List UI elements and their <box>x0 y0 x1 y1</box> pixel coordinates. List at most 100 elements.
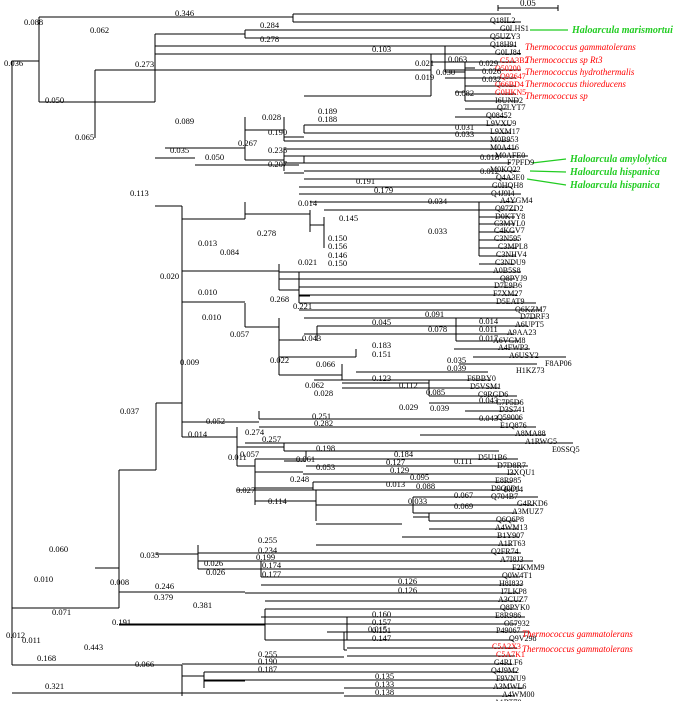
branch-length-label: 0.133 <box>375 679 394 689</box>
branch-length-label: 0.191 <box>356 176 375 186</box>
leaf-label: C4KGV7 <box>494 226 525 235</box>
species-annotation: Haloarcula hispanica <box>569 180 660 191</box>
annotation-arrows <box>526 29 568 186</box>
branch-length-label: 0.021 <box>298 257 317 267</box>
branch-length-label: 0.053 <box>316 462 335 472</box>
leaf-label: Q6KZM7 <box>515 305 547 314</box>
branch-length-label: 0.255 <box>258 649 277 659</box>
leaf-label: A6UPT5 <box>515 320 544 329</box>
branch-length-label: 0.127 <box>386 457 405 467</box>
branch-length-label: 0.190 <box>258 656 277 666</box>
branch-length-label: 0.346 <box>175 8 194 18</box>
branch-length-label: 0.057 <box>240 449 259 459</box>
branch-length-label: 0.033 <box>408 496 427 506</box>
branch-length-label: 0.061 <box>296 454 315 464</box>
branch-length-label: 0.035 <box>447 355 466 365</box>
leaf-label: Q7LYT7 <box>497 103 526 112</box>
branch-length-label: 0.248 <box>290 474 309 484</box>
leaf-label: Q18IL2 <box>490 16 515 25</box>
annotation-line <box>529 170 567 173</box>
species-annotation: Thermococcus hydrothermalis <box>525 67 635 77</box>
branch-length-label: 0.033 <box>428 226 447 236</box>
branch-length-label: 0.381 <box>193 600 212 610</box>
branch-length-label: 0.035 <box>140 550 159 560</box>
leaf-label: D7D8R7 <box>497 461 526 470</box>
leaf-label: Q2FR74 <box>491 547 519 556</box>
branch-length-label: 0.011 <box>228 452 247 462</box>
leaf-label: Q9V298 <box>509 634 537 643</box>
branch-length-label: 0.043 <box>479 395 498 405</box>
leaf-label: M0B953 <box>490 135 518 144</box>
branch-length-label: 0.179 <box>374 185 393 195</box>
branch-length-label: 0.029 <box>399 402 418 412</box>
branch-length-label: 0.246 <box>155 581 174 591</box>
branch-length-label: 0.050 <box>45 95 64 105</box>
leaf-label: P49067 <box>496 626 520 635</box>
branch-length-label: 0.174 <box>262 560 282 570</box>
leaf-label: M0AFE0 <box>495 151 525 160</box>
branch-length-label: 0.284 <box>260 20 280 30</box>
leaf-label: A0B5S8 <box>493 266 521 275</box>
leaf-label: A6USY2 <box>509 351 539 360</box>
leaf-label: A4YGM4 <box>500 196 532 205</box>
leaf-label: A1RWG5 <box>525 437 557 446</box>
leaf-label: E8R985 <box>495 476 521 485</box>
leaf-label: C7P5D6 <box>496 398 524 407</box>
leaf-label: H8I833 <box>499 579 523 588</box>
branch-length-label: 0.191 <box>112 617 131 627</box>
leaf-label: L9XM17 <box>490 127 520 136</box>
branch-length-label: 0.103 <box>372 44 391 54</box>
branch-length-label: 0.257 <box>262 434 281 444</box>
branch-length-label: 0.190 <box>268 127 287 137</box>
leaf-label: F9VNU9 <box>496 674 526 683</box>
branch-length-label: 0.188 <box>318 114 337 124</box>
branch-length-label: 0.057 <box>230 329 249 339</box>
leaf-label: I7LKP8 <box>501 587 527 596</box>
leaf-label: D5U1B6 <box>478 453 507 462</box>
leaf-label: G0HQH8 <box>492 181 523 190</box>
branch-length-label: 0.062 <box>90 25 109 35</box>
branch-length-label: 0.156 <box>328 241 347 251</box>
branch-length-label: 0.011 <box>22 635 41 645</box>
branch-length-label: 0.028 <box>314 388 333 398</box>
branch-length-label: 0.443 <box>84 642 103 652</box>
leaf-label: Q08452 <box>486 111 512 120</box>
branch-length-label: 0.026 <box>206 567 225 577</box>
branch-length-label: 0.088 <box>416 481 435 491</box>
leaf-label: G4RKD6 <box>517 499 548 508</box>
leaf-label: C9RGD6 <box>478 390 508 399</box>
leaf-label: C3NDU9 <box>495 258 526 267</box>
branch-length-label: 0.234 <box>258 545 278 555</box>
branch-length-label: 0.151 <box>372 349 391 359</box>
annotation-line <box>526 178 567 186</box>
branch-length-label: 0.088 <box>24 17 43 27</box>
branch-length-label: 0.129 <box>390 465 409 475</box>
branch-length-label: 0.066 <box>135 659 154 669</box>
branch-length-label: 0.036 <box>4 58 23 68</box>
leaf-label: D7DRF3 <box>520 312 549 321</box>
branch-length-label: 0.014 <box>504 484 524 494</box>
branch-length-label: 0.189 <box>318 106 337 116</box>
branch-length-label: 0.017 <box>479 333 498 343</box>
branch-length-label: 0.010 <box>198 287 217 297</box>
tree-labels: Q18IL2G0LHS1Q5UZY3Q18H91G0LJ84C5A3B2O502… <box>4 0 673 701</box>
leaf-label: Q5UZY3 <box>490 32 520 41</box>
species-annotation: Thermococcus thioreducens <box>525 79 626 89</box>
branch-length-label: 0.027 <box>236 485 255 495</box>
leaf-label: C3MYL0 <box>494 219 525 228</box>
branch-length-label: 0.274 <box>245 427 265 437</box>
leaf-label: C5A7K1 <box>496 650 525 659</box>
branch-length-label: 0.126 <box>398 585 417 595</box>
branch-length-label: 0.198 <box>316 443 335 453</box>
branch-length-label: 0.060 <box>49 544 68 554</box>
branch-length-label: 0.268 <box>270 294 289 304</box>
leaf-label: F7XM27 <box>493 289 522 298</box>
leaf-label: Q704B7 <box>491 492 518 501</box>
branch-length-label: 0.095 <box>410 472 429 482</box>
leaf-label: F7PFD9 <box>507 158 534 167</box>
branch-length-label: 0.126 <box>398 576 417 586</box>
branch-length-label: 0.085 <box>426 387 445 397</box>
branch-length-label: 0.082 <box>455 88 474 98</box>
branch-length-label: 0.251 <box>312 411 331 421</box>
leaf-label: G0LHS1 <box>500 24 529 33</box>
